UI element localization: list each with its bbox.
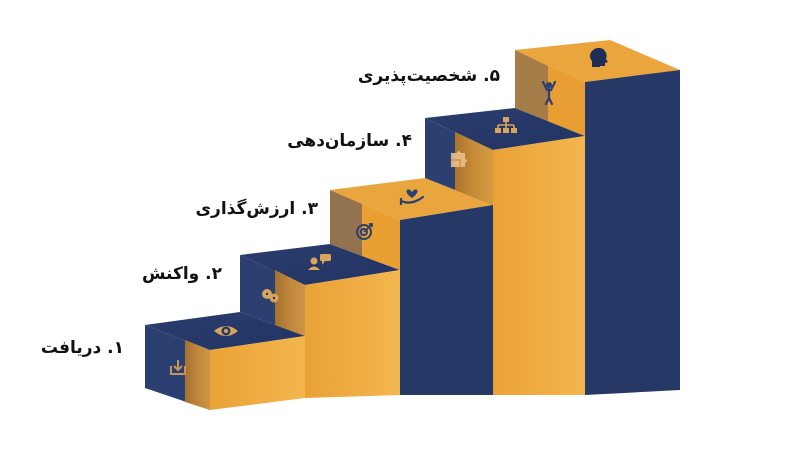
step-4-label: ۴. سازمان‌دهی — [287, 131, 412, 151]
step-3-label: ۳. ارزش‌گذاری — [195, 199, 318, 219]
step-3-side-face — [400, 205, 493, 395]
step-2-label: ۲. واکنش — [141, 264, 222, 284]
org-chart-icon — [495, 117, 517, 133]
step-1-front-shade — [185, 340, 210, 410]
person-cheer-icon — [541, 80, 557, 106]
step-4-front-shade — [455, 132, 493, 205]
step-5-label: ۵. شخصیت‌پذیری — [357, 66, 500, 86]
step-1-side-face — [210, 336, 305, 410]
chat-person-icon — [308, 254, 331, 270]
step-2-front-shade — [275, 270, 305, 336]
head-profile-icon — [590, 47, 608, 67]
step-3-top-face — [330, 178, 493, 220]
step-1-block — [145, 312, 305, 410]
step-2-side-face — [305, 270, 400, 398]
step-3-front-dark — [330, 190, 362, 256]
target-icon — [356, 223, 373, 240]
step-5-front-dark — [515, 50, 548, 122]
step-5-side-face — [585, 70, 680, 395]
speech-bubbles-icon — [262, 289, 279, 303]
step-2-block — [240, 244, 400, 398]
puzzle-icon — [451, 151, 467, 167]
step-1-label: ۱. دریافت — [40, 338, 124, 358]
heart-hand-icon — [399, 189, 425, 205]
eye-icon — [214, 326, 238, 336]
download-icon — [170, 360, 186, 375]
step-2-top-face — [240, 244, 400, 285]
step-4-side-face — [493, 136, 585, 395]
